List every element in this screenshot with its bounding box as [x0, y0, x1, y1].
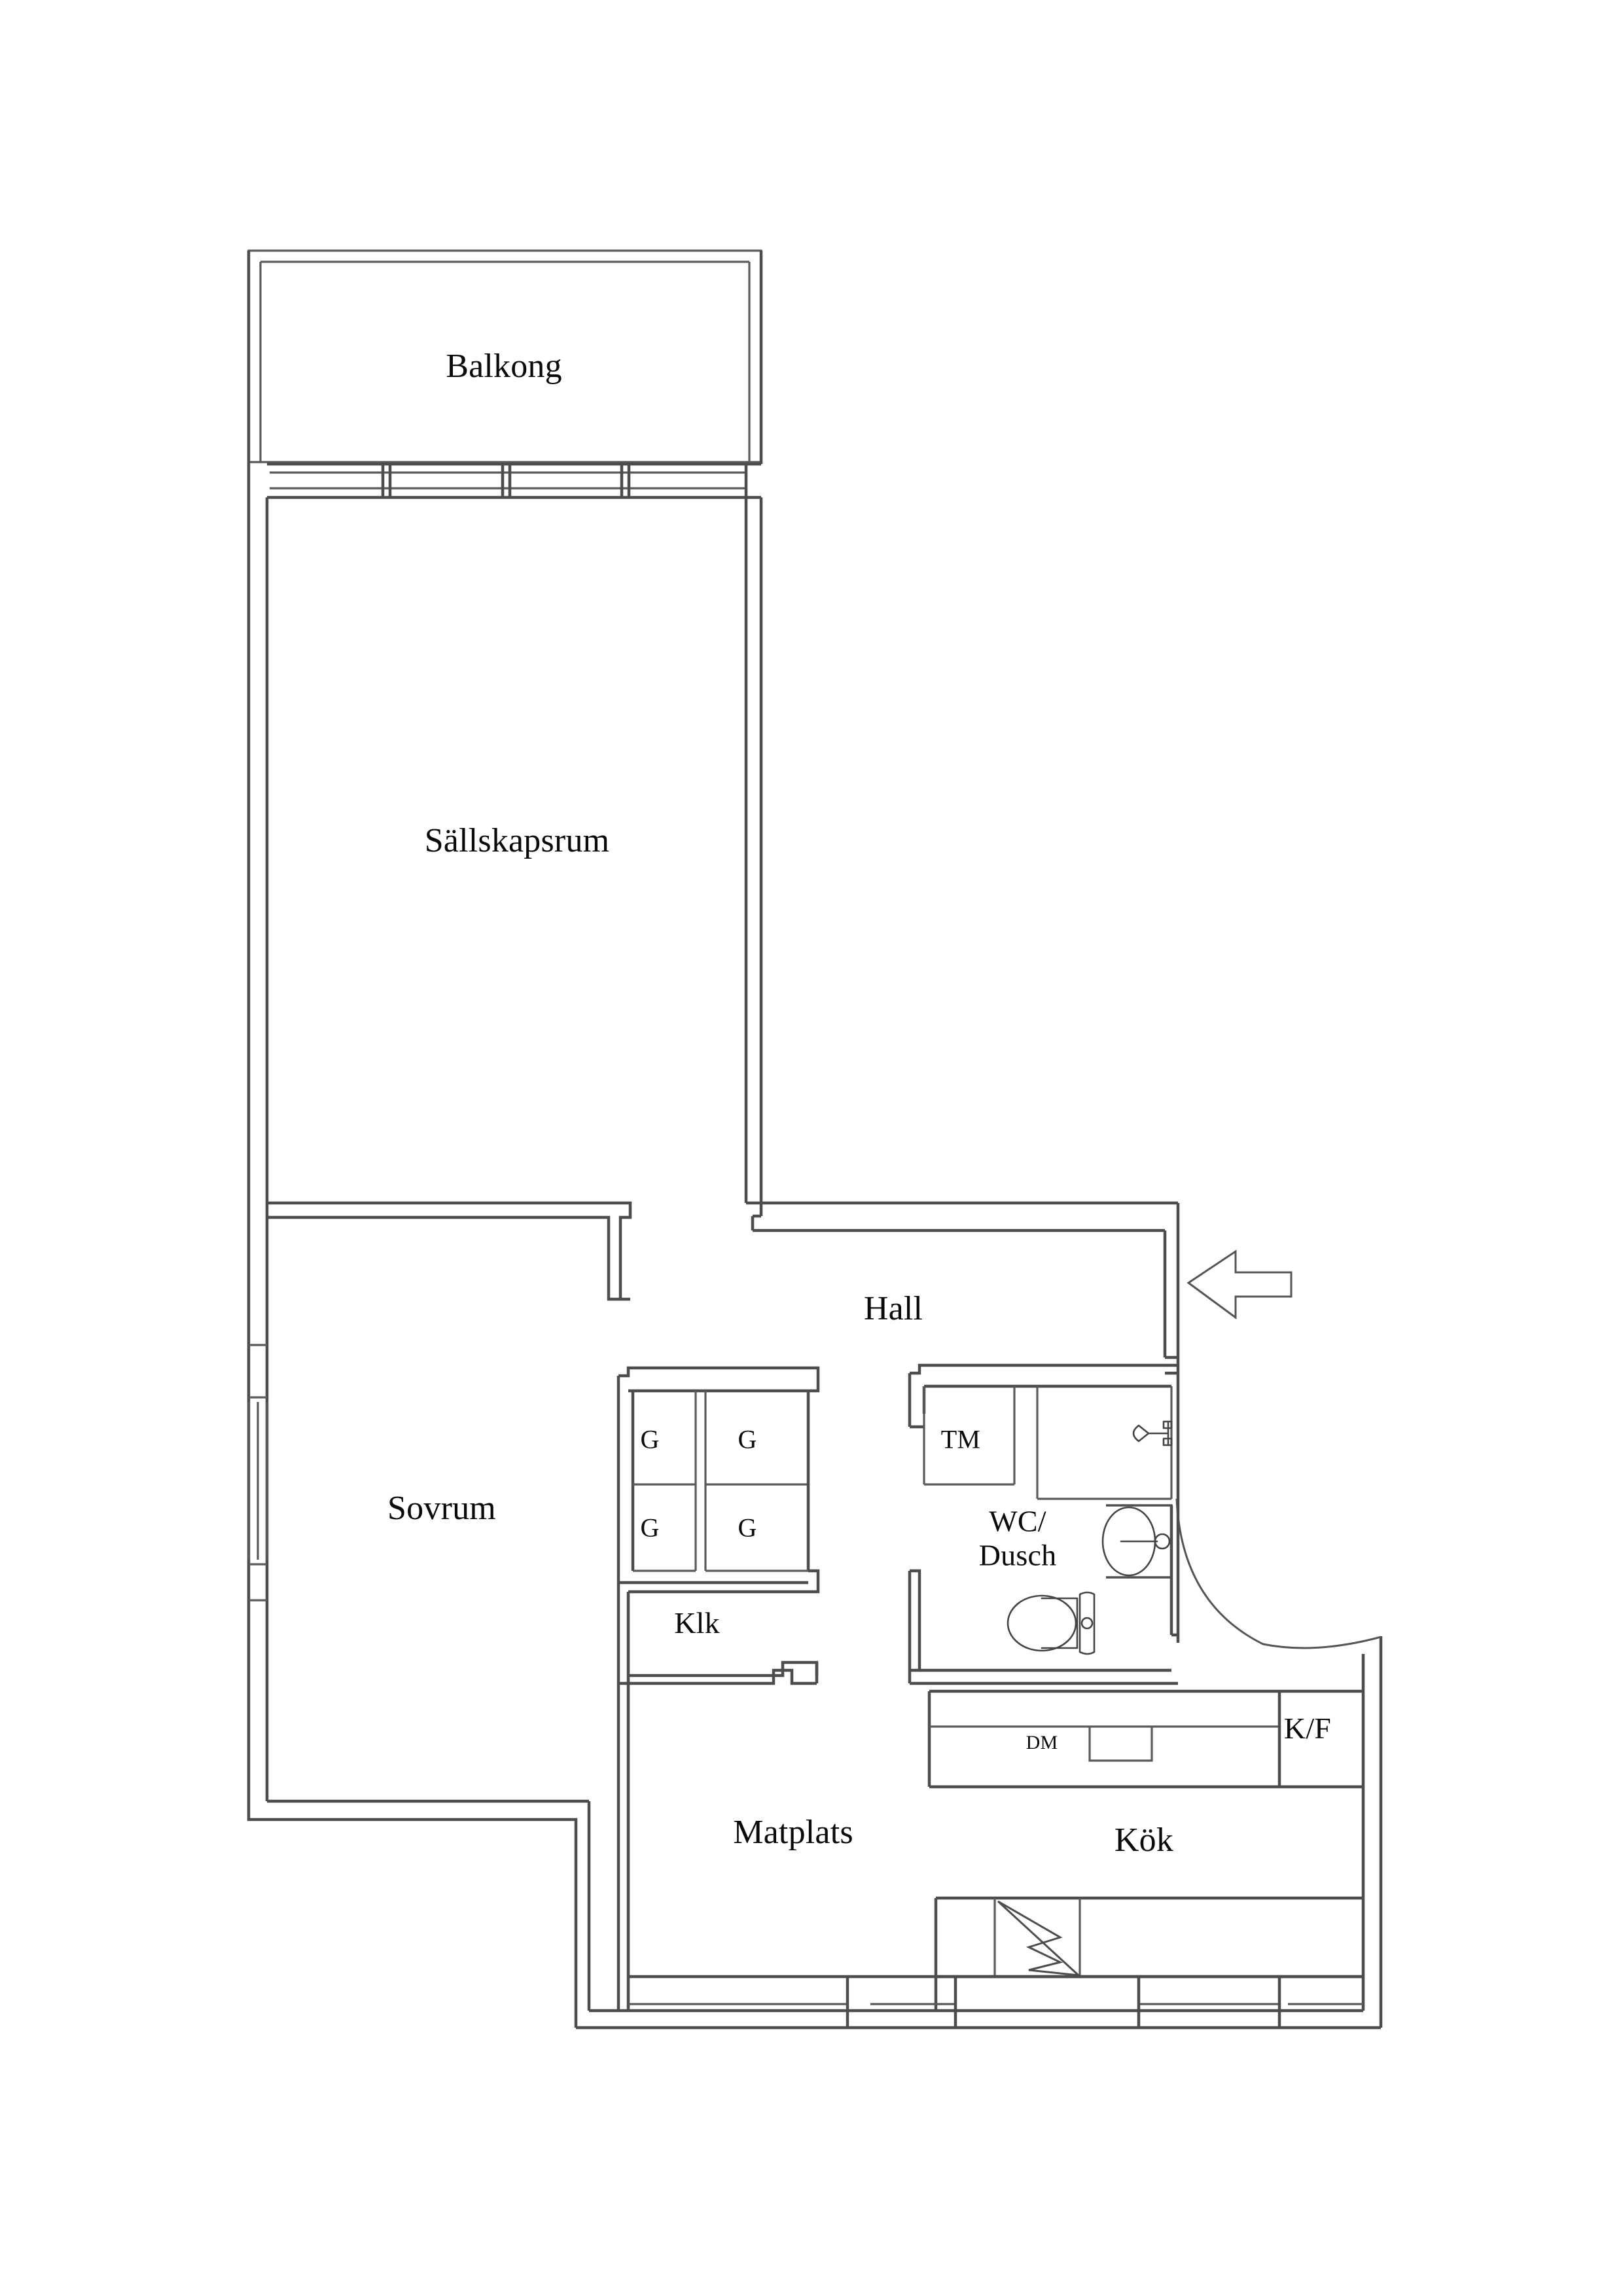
- walk-in-closet-walls: [616, 1581, 819, 1685]
- wardrobe-label-top-left: G: [640, 1424, 660, 1454]
- room-label-kok: Kök: [1114, 1821, 1174, 1859]
- kitchen-upper-counter: [927, 1689, 1363, 1789]
- building-outer-walls: [247, 251, 1383, 2030]
- room-label-matplats: Matplats: [733, 1813, 853, 1851]
- wardrobe-block: [616, 1366, 820, 1594]
- washbasin-fixture: [1101, 1504, 1173, 1579]
- bathroom-walls: [908, 1363, 1180, 1685]
- dishwasher-label: DM: [1026, 1732, 1058, 1754]
- room-label-wc-dusch: WC/ Dusch: [978, 1504, 1057, 1571]
- room-label-hall: Hall: [863, 1289, 923, 1327]
- dining-east-wall: [616, 1676, 630, 2011]
- kitchen-lower-counter: [934, 1896, 1363, 2011]
- wardrobe-label-top-right: G: [738, 1424, 757, 1454]
- shower-mixer-fixture: [1132, 1420, 1173, 1446]
- electric-stove-lightning-bolt: [997, 1900, 1082, 1977]
- entry-door-swing-arc: [1175, 1498, 1382, 1649]
- room-label-balkong: Balkong: [446, 347, 562, 385]
- room-label-klk: Klk: [674, 1606, 720, 1640]
- room-label-sallskapsrum: Sällskapsrum: [424, 821, 610, 859]
- bedroom-window: [247, 1344, 268, 1602]
- entrance-direction-arrow: [1186, 1249, 1293, 1319]
- wardrobe-label-bottom-right: G: [738, 1513, 757, 1543]
- balcony-door-window-band: [267, 462, 761, 499]
- room-label-sovrum: Sovrum: [387, 1489, 496, 1527]
- living-bedroom-partition-wall: [267, 1201, 632, 1301]
- wardrobe-label-bottom-left: G: [640, 1513, 660, 1543]
- fridge-freezer-label: K/F: [1283, 1712, 1332, 1746]
- south-windows: [628, 1975, 1363, 2028]
- washing-machine-label: TM: [940, 1424, 981, 1454]
- toilet-fixture: [1007, 1591, 1096, 1655]
